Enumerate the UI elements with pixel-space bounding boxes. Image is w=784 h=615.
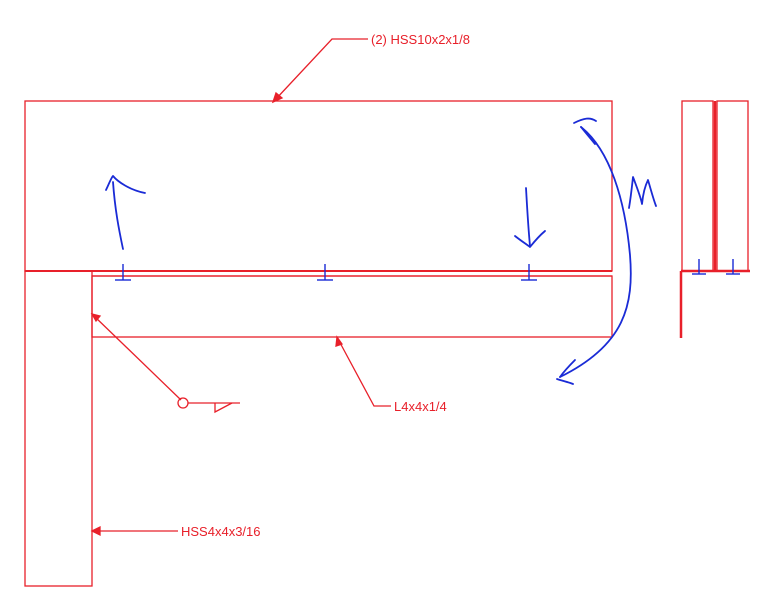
fastener-icon	[115, 264, 131, 281]
weld-symbol-icon	[177, 397, 240, 414]
angle-leader-line	[337, 338, 391, 407]
arrow-up-icon	[105, 175, 146, 250]
column-leader-arrowhead	[90, 525, 101, 537]
beam-label: (2) HSS10x2x1/8	[371, 32, 470, 47]
beam-leader-line	[274, 38, 368, 101]
angle-outline	[91, 275, 613, 338]
fastener-icon	[692, 259, 706, 275]
column-outline	[24, 270, 93, 587]
angle-leader-arrowhead	[335, 335, 344, 347]
column-label: HSS4x4x3/16	[181, 524, 261, 539]
fastener-icon	[521, 264, 537, 281]
arrow-down-icon	[514, 187, 546, 248]
weld-leader-arrowhead	[90, 312, 102, 323]
weld-leader-line	[92, 314, 182, 401]
fastener-icon	[317, 264, 333, 281]
moment-label	[628, 176, 657, 209]
section-right-tube	[716, 100, 749, 272]
beam-leader-arrowhead	[271, 91, 284, 104]
curved-double-arrow-icon	[556, 117, 632, 385]
section-left-tube	[681, 100, 714, 272]
angle-label: L4x4x1/4	[394, 399, 447, 414]
fastener-icon	[726, 259, 740, 275]
